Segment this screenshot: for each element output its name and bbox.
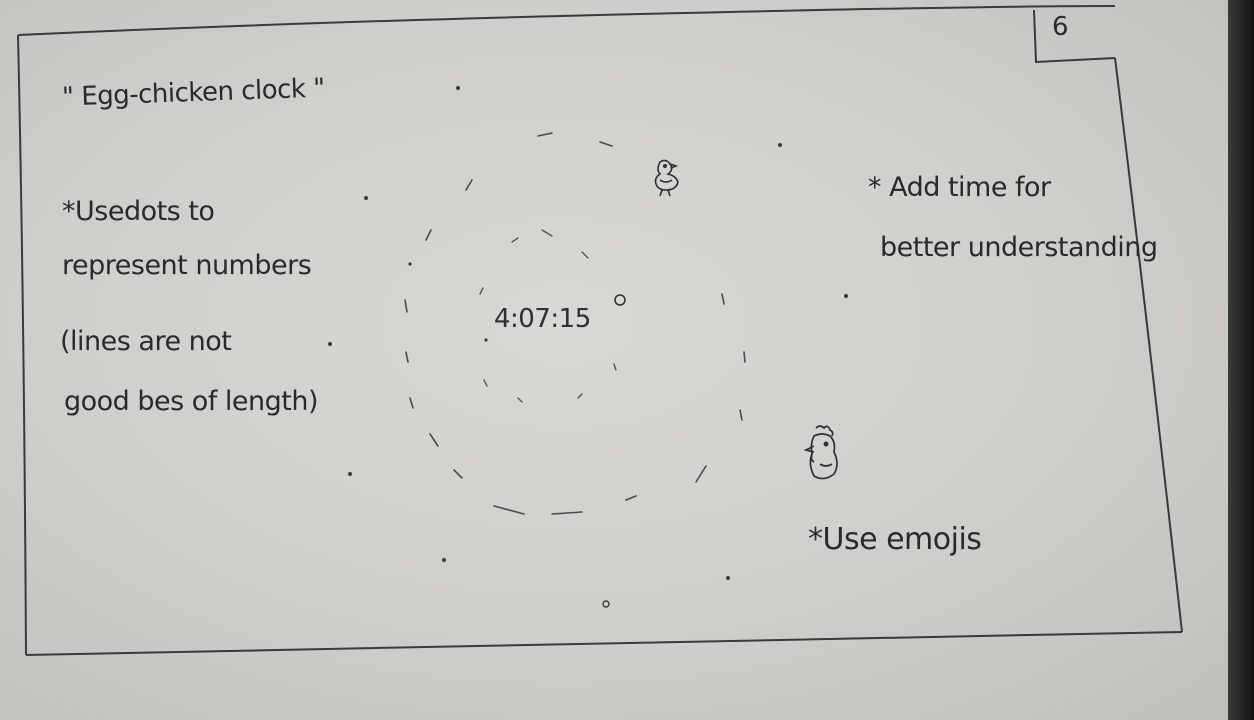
- left-note-line: (lines are not: [60, 326, 232, 357]
- border-left: [17, 34, 27, 656]
- emoji-annotation: *Use emojis: [808, 522, 982, 557]
- right-note-line: better understanding: [880, 232, 1158, 263]
- left-note-line: good bes of length): [64, 386, 319, 417]
- hen-icon: [803, 425, 838, 480]
- hour-dots: [328, 86, 848, 580]
- page-edge-shadow: [1228, 0, 1254, 720]
- border-right: [1114, 57, 1183, 633]
- outer-clock-ring: [404, 132, 746, 515]
- chick-icon: [654, 159, 679, 197]
- border-bottom: [25, 631, 1183, 656]
- left-note-line: *Usedots to: [62, 196, 215, 227]
- clock-time-label: 4:07:15: [494, 304, 591, 334]
- border-top: [17, 5, 1116, 36]
- page-number-box: [1033, 9, 1116, 64]
- right-note-line: * Add time for: [868, 172, 1051, 203]
- minute-dot: [602, 600, 610, 608]
- inner-clock-ring: [479, 229, 617, 403]
- page-number: 6: [1052, 12, 1069, 42]
- degree-mark: [614, 294, 626, 306]
- left-note-line: represent numbers: [62, 250, 312, 281]
